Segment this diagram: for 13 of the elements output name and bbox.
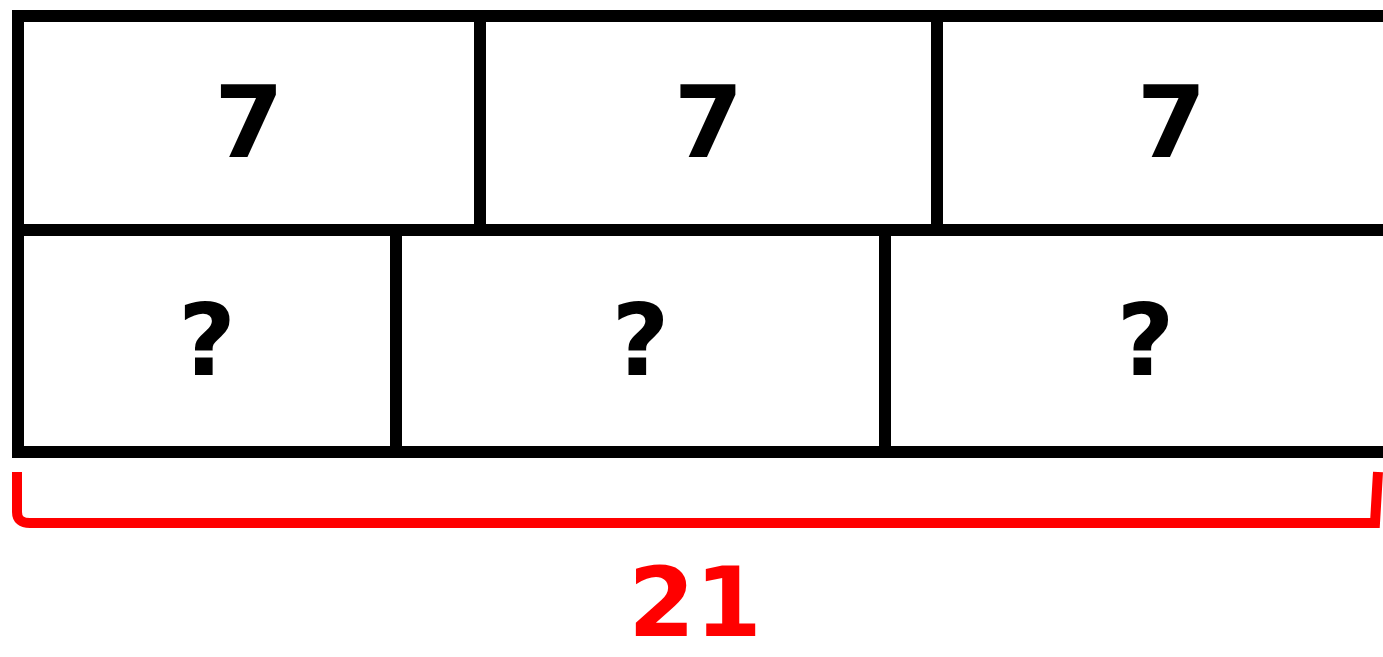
segment-value: ? (1116, 291, 1175, 391)
bar-segment (937, 16, 1383, 230)
bar-segment (18, 230, 396, 452)
bar-segment (18, 16, 480, 230)
segment-value: 7 (214, 73, 284, 173)
segment-value: ? (611, 291, 670, 391)
segment-value: ? (178, 291, 236, 391)
bar-segment (885, 230, 1383, 452)
bar-segment (396, 230, 885, 452)
total-value: 21 (627, 555, 763, 651)
bar-segment (480, 16, 937, 230)
segment-value: 7 (673, 73, 744, 173)
segment-value: 7 (1136, 73, 1207, 173)
